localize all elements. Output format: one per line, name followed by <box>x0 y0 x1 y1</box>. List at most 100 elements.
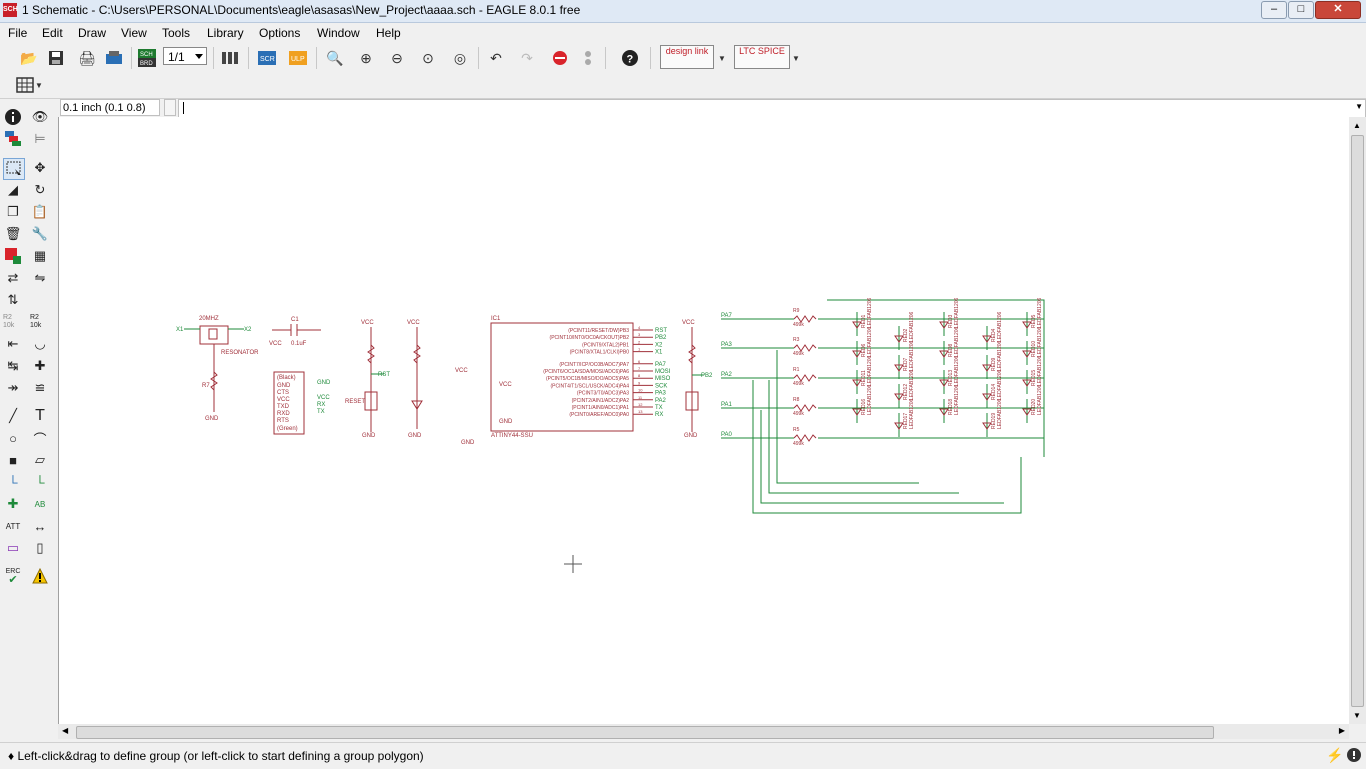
vertical-scrollbar[interactable]: ▲ ▼ <box>1349 117 1366 724</box>
replace-icon[interactable]: ▦ <box>33 248 47 263</box>
move-icon[interactable]: ✥ <box>34 160 46 175</box>
script-icon[interactable]: SCR <box>256 47 278 69</box>
frame-icon[interactable]: ▭ <box>6 540 20 555</box>
polygon-icon[interactable]: ▱ <box>35 452 45 467</box>
menu-view[interactable]: View <box>121 26 147 40</box>
grid-icon[interactable] <box>14 74 36 96</box>
scroll-up-icon[interactable]: ▲ <box>1353 121 1361 130</box>
erc-icon[interactable]: ERC✔ <box>5 568 21 586</box>
zoom-fit-icon[interactable]: 🔍 <box>326 49 344 66</box>
menu-draw[interactable]: Draw <box>78 26 107 40</box>
layer-display-icon[interactable] <box>3 129 23 149</box>
go-icon[interactable] <box>577 47 599 69</box>
add-part-icon[interactable] <box>3 246 23 266</box>
menu-library[interactable]: Library <box>207 26 244 40</box>
info-icon[interactable] <box>3 107 23 127</box>
attribute-icon[interactable]: ATT <box>5 521 21 531</box>
menu-options[interactable]: Options <box>259 26 301 40</box>
zoom-select-icon[interactable]: ⊙ <box>422 49 434 66</box>
red-led-name: RED14 <box>991 384 997 400</box>
close-button[interactable]: ✕ <box>1315 1 1361 19</box>
scroll-right-icon[interactable]: ▶ <box>1338 726 1345 735</box>
redo-icon[interactable]: ↷ <box>521 49 533 66</box>
arc-icon[interactable]: ⌒ <box>33 431 47 447</box>
change-icon[interactable]: 🔧 <box>31 226 49 241</box>
paste-icon[interactable]: 📋 <box>31 204 49 219</box>
group-icon[interactable] <box>3 158 25 180</box>
name-icon[interactable]: R2 10k <box>3 314 15 329</box>
text-icon[interactable]: T <box>35 407 45 424</box>
miter-icon[interactable]: ◡ <box>34 336 46 351</box>
horizontal-scroll-thumb[interactable] <box>76 726 1214 739</box>
command-dropdown-icon[interactable]: ▼ <box>1355 102 1363 111</box>
red-led-name: RED6 <box>861 343 867 357</box>
schematic-canvas[interactable]: 20MHZ RESONATOR X1 X2 C1 0.1uF VCC R7 GN… <box>58 117 1350 724</box>
zoom-out-icon[interactable]: ⊖ <box>391 49 403 66</box>
minimize-button[interactable]: – <box>1261 1 1287 19</box>
net-icon[interactable]: └ <box>35 474 45 490</box>
sheet-select[interactable]: 1/1 <box>163 47 207 65</box>
delete-icon[interactable]: 🗑 <box>4 226 22 241</box>
red-led-symbol <box>852 321 862 329</box>
junction-icon[interactable]: ✚ <box>7 496 19 511</box>
split-icon[interactable]: ↹ <box>7 358 19 373</box>
print-icon[interactable]: 🖨 <box>78 49 96 66</box>
ftdi-header-symbol <box>273 371 305 435</box>
mirror-icon[interactable]: ◢ <box>8 182 18 197</box>
dimension-icon[interactable]: ↔ <box>33 518 47 534</box>
grid-dropdown-icon[interactable]: ▼ <box>35 80 43 90</box>
design-link-dropdown-icon[interactable]: ▼ <box>718 53 726 63</box>
label-icon[interactable]: AB <box>34 499 46 509</box>
module-icon[interactable]: ▯ <box>36 540 44 555</box>
design-link-button[interactable]: design link <box>660 45 714 69</box>
help-icon[interactable]: ? <box>619 47 641 69</box>
circle-icon[interactable]: ○ <box>9 430 17 446</box>
library-manager-icon[interactable] <box>219 47 241 69</box>
scroll-down-icon[interactable]: ▼ <box>1353 711 1361 720</box>
errors-icon[interactable] <box>30 566 50 586</box>
rotate-icon[interactable]: ↻ <box>34 182 46 197</box>
vertical-scroll-thumb[interactable] <box>1351 135 1364 707</box>
rectangle-icon[interactable]: ■ <box>9 452 17 468</box>
menu-help[interactable]: Help <box>376 26 401 40</box>
red-led-symbol <box>1022 321 1032 329</box>
menu-edit[interactable]: Edit <box>42 26 63 40</box>
layer-move-icon[interactable]: ≌ <box>34 380 46 395</box>
ltc-spice-button[interactable]: LTC SPICE <box>734 45 790 69</box>
capacitor-vcc: VCC <box>269 341 282 347</box>
schematic-drawing[interactable]: 20MHZ RESONATOR X1 X2 C1 0.1uF VCC R7 GN… <box>59 117 1350 724</box>
menu-window[interactable]: Window <box>317 26 360 40</box>
open-icon[interactable]: 📂 <box>20 49 38 66</box>
ulp-icon[interactable]: ULP <box>287 47 309 69</box>
show-icon[interactable]: 👁 <box>31 109 49 124</box>
maximize-button[interactable]: □ <box>1288 1 1314 19</box>
mark-icon[interactable]: ⊨ <box>34 131 46 146</box>
zoom-in-icon[interactable]: ⊕ <box>360 49 372 66</box>
optimize-icon[interactable]: ✚ <box>34 358 46 373</box>
command-history-button[interactable] <box>164 99 176 116</box>
copy-icon[interactable]: ❐ <box>7 204 19 219</box>
lightning-icon[interactable]: ⚡ <box>1326 747 1344 763</box>
slice-icon[interactable]: ↠ <box>7 380 19 395</box>
menu-tools[interactable]: Tools <box>162 26 191 40</box>
horizontal-scrollbar[interactable]: ◀ ▶ <box>58 724 1349 739</box>
red-led-symbol <box>852 408 862 416</box>
value-icon[interactable]: R2 10k <box>30 314 42 329</box>
save-icon[interactable] <box>45 47 67 69</box>
pin-swap-icon[interactable]: ⇄ <box>7 270 19 285</box>
gate-swap-icon[interactable]: ⇋ <box>34 270 46 285</box>
ltc-spice-dropdown-icon[interactable]: ▼ <box>792 53 800 63</box>
invoke-icon[interactable]: ⇅ <box>7 292 19 307</box>
menu-file[interactable]: File <box>8 26 28 40</box>
status-info-icon[interactable] <box>1346 747 1362 766</box>
stop-icon[interactable] <box>549 47 571 69</box>
undo-icon[interactable]: ↶ <box>490 49 502 66</box>
cam-processor-icon[interactable] <box>103 47 125 69</box>
command-input[interactable]: ▼ <box>178 99 1366 118</box>
wire-icon[interactable]: ╱ <box>9 408 17 423</box>
scroll-left-icon[interactable]: ◀ <box>62 726 69 735</box>
zoom-last-icon[interactable]: ◎ <box>453 49 467 66</box>
smash-icon[interactable]: ⇤ <box>7 336 19 351</box>
bus-icon[interactable]: └ <box>8 474 18 490</box>
